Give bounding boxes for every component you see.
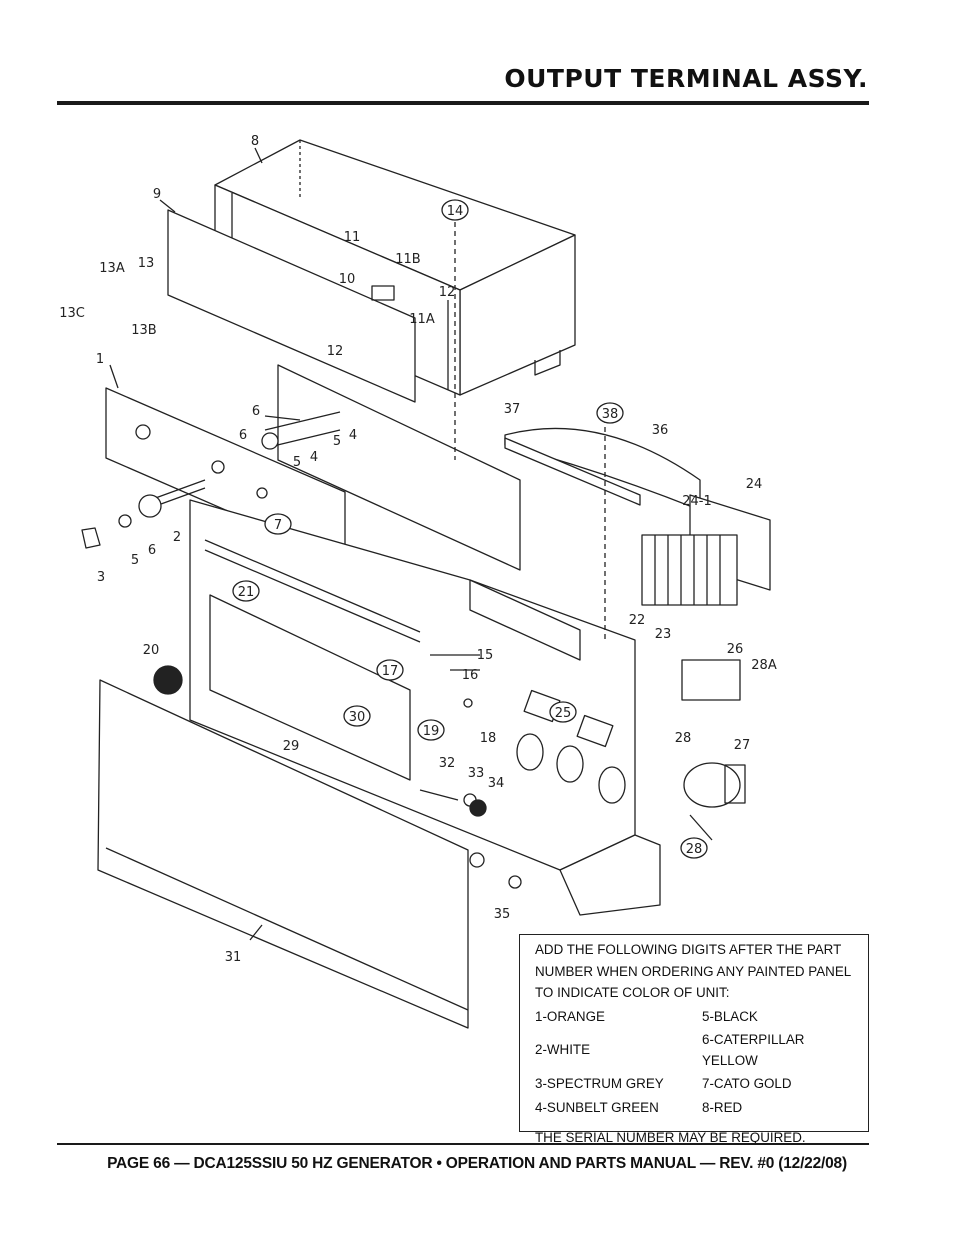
serial-note: THE SERIAL NUMBER MAY BE REQUIRED.	[535, 1129, 806, 1145]
panel-9	[167, 209, 416, 403]
callout-28a: 28A	[751, 658, 777, 673]
callout-24: 24	[746, 477, 763, 492]
callout-26: 26	[727, 642, 744, 657]
callout-4a: 4	[349, 428, 357, 443]
note-intro: ADD THE FOLLOWING DIGITS AFTER THE PART …	[535, 942, 851, 1000]
page-footer: PAGE 66 — DCA125SSIU 50 HZ GENERATOR • O…	[107, 1155, 847, 1172]
callout-7: 7	[274, 518, 282, 533]
callout-12a: 12	[439, 285, 456, 300]
callout-6a: 6	[252, 404, 260, 419]
color-code: 3-SPECTRUM GREY	[535, 1075, 664, 1091]
color-row: 4-SUNBELT GREEN 8-RED	[535, 1096, 858, 1120]
housing-back	[277, 364, 521, 571]
callout-34: 34	[488, 776, 505, 791]
callout-15: 15	[477, 648, 494, 663]
callout-11a: 11A	[409, 312, 435, 327]
callout-5b: 5	[293, 455, 301, 470]
cover-36	[504, 427, 701, 511]
color-code: 5-BLACK	[702, 1008, 758, 1024]
color-code-note: ADD THE FOLLOWING DIGITS AFTER THE PART …	[519, 934, 869, 1145]
front-cover-31	[97, 679, 469, 1029]
callout-28a-b: 28	[675, 731, 692, 746]
footer-rule	[57, 1143, 869, 1145]
callout-14: 14	[447, 204, 464, 219]
callout-8: 8	[251, 134, 259, 149]
callout-13b: 13B	[131, 323, 156, 338]
color-row: 3-SPECTRUM GREY 7-CATO GOLD	[535, 1072, 858, 1096]
header-rule	[57, 101, 869, 105]
callout-33: 33	[468, 766, 485, 781]
color-code: 6-CATERPILLAR YELLOW	[702, 1031, 805, 1069]
callout-35: 35	[494, 907, 511, 922]
callout-20: 20	[143, 643, 160, 658]
callout-5c: 5	[131, 553, 139, 568]
callout-17: 17	[382, 664, 399, 679]
callout-2: 2	[173, 530, 181, 545]
callout-27: 27	[734, 738, 751, 753]
callout-9: 9	[153, 187, 161, 202]
color-code: 8-RED	[702, 1099, 743, 1115]
callout-16: 16	[462, 668, 479, 683]
callout-11b: 11B	[395, 252, 420, 267]
callout-6c: 6	[148, 543, 156, 558]
callout-25: 25	[555, 706, 572, 721]
color-code: 2-WHITE	[535, 1042, 591, 1058]
callout-38: 38	[602, 407, 619, 422]
color-row: 1-ORANGE 5-BLACK	[535, 1005, 858, 1029]
callout-13a: 13A	[99, 261, 125, 276]
page-title: OUTPUT TERMINAL ASSY.	[504, 64, 868, 93]
callout-23: 23	[655, 627, 672, 642]
color-code: 4-SUNBELT GREEN	[535, 1099, 659, 1115]
callout-28b: 28	[686, 842, 703, 857]
callout-13: 13	[138, 256, 155, 271]
callout-19: 19	[423, 724, 440, 739]
callout-31: 31	[225, 950, 242, 965]
callout-29: 29	[283, 739, 300, 754]
color-code: 7-CATO GOLD	[702, 1075, 792, 1091]
color-row: 2-WHITE 6-CATERPILLAR YELLOW	[535, 1029, 858, 1072]
callout-37: 37	[504, 402, 521, 417]
callout-13c: 13C	[59, 306, 85, 321]
callout-4b: 4	[310, 450, 318, 465]
color-code: 1-ORANGE	[535, 1008, 605, 1024]
callout-1: 1	[96, 352, 104, 367]
callout-21: 21	[238, 585, 255, 600]
callout-5a: 5	[333, 434, 341, 449]
callout-11: 11	[344, 230, 361, 245]
callout-10: 10	[339, 272, 356, 287]
callout-12b: 12	[327, 344, 344, 359]
callout-6b: 6	[239, 428, 247, 443]
callout-18: 18	[480, 731, 497, 746]
callout-36: 36	[652, 423, 669, 438]
callout-3: 3	[97, 570, 105, 585]
callout-22: 22	[629, 613, 646, 628]
callout-24-1: 24-1	[682, 494, 712, 509]
callout-32: 32	[439, 756, 456, 771]
callout-30: 30	[349, 710, 366, 725]
color-code-table: 1-ORANGE 5-BLACK 2-WHITE 6-CATERPILLAR Y…	[535, 1005, 858, 1120]
